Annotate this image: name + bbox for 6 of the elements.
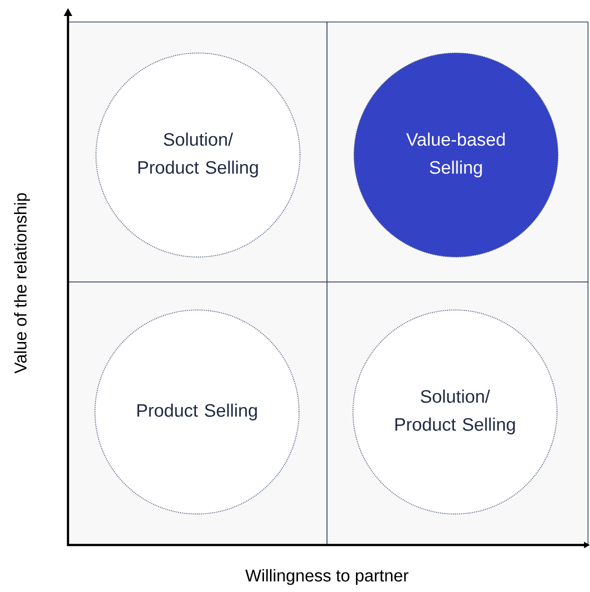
- axis-label: Willingness to partner: [245, 569, 408, 585]
- circle-node: Solution/ Product Selling: [96, 52, 300, 258]
- circle-node: Value-based Selling: [354, 52, 558, 258]
- circle-node: Product Selling: [94, 310, 300, 514]
- circle-node: Solution/ Product Selling: [352, 310, 558, 514]
- axis-label: Value of the relationship: [14, 193, 30, 374]
